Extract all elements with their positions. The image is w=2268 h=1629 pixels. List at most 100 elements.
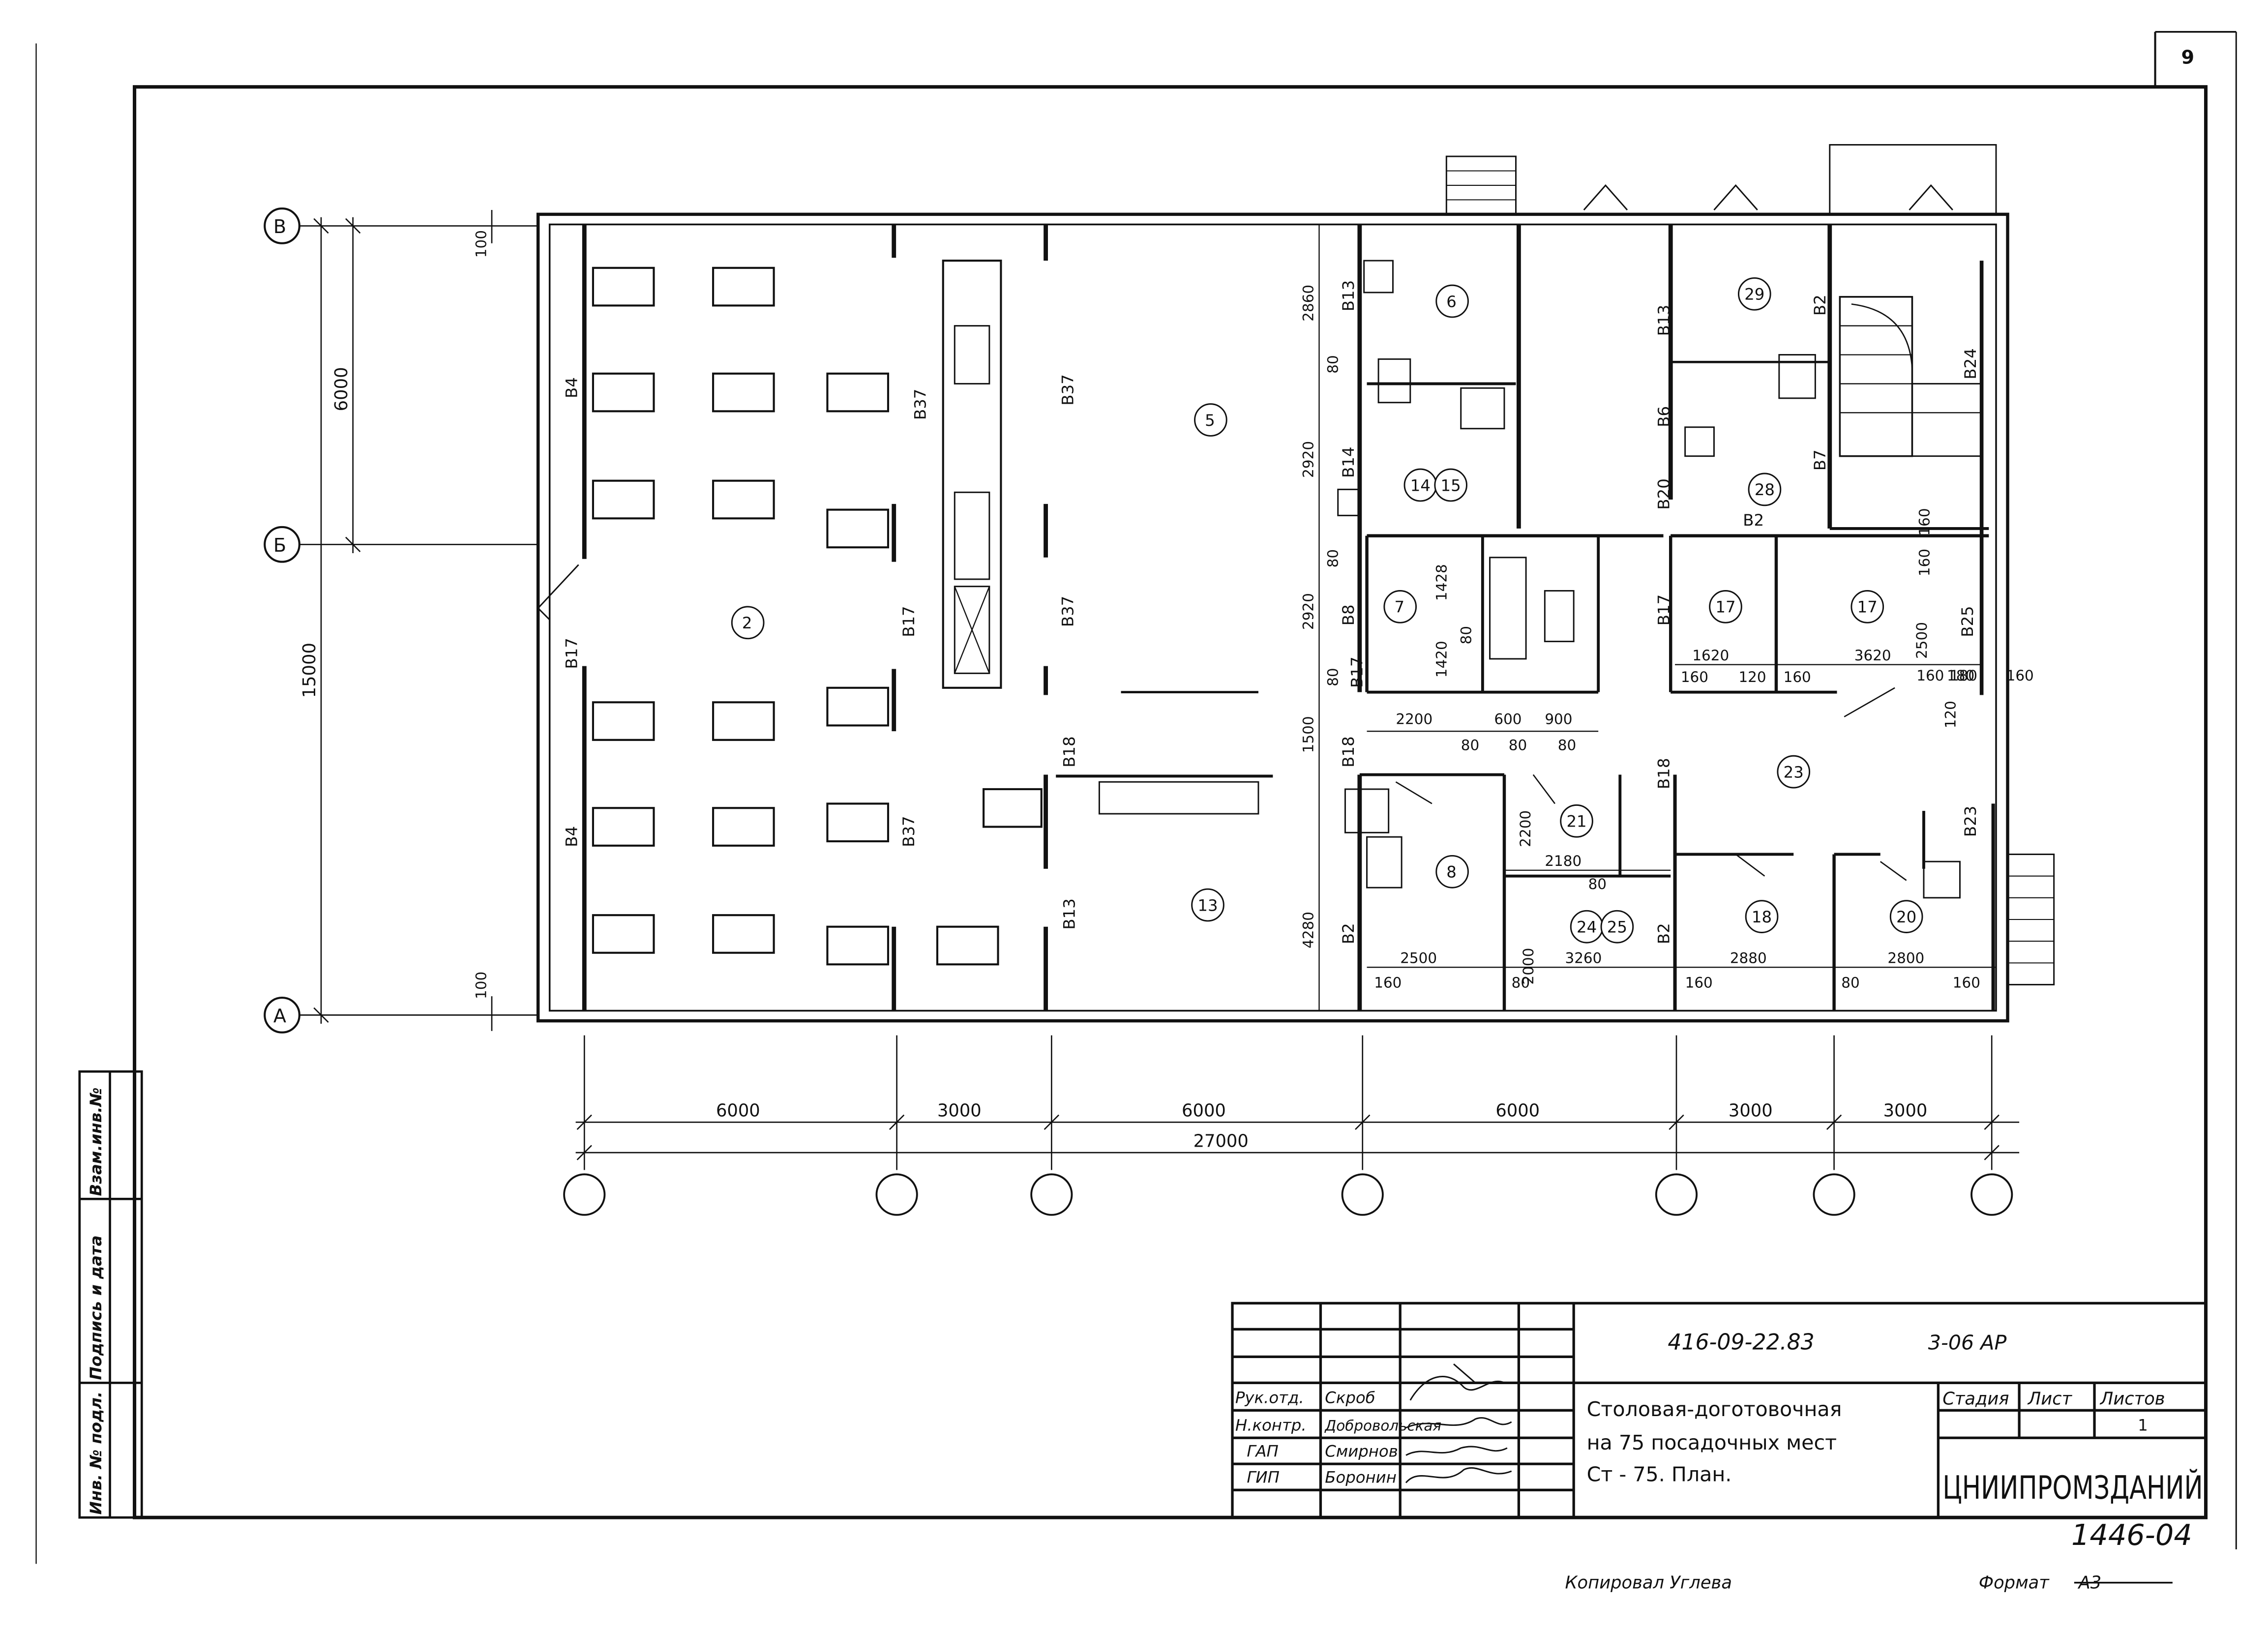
inner-dim: 160 bbox=[1685, 974, 1713, 991]
inner-dim: 2500 bbox=[1913, 622, 1930, 659]
sheets-header: Листов bbox=[2099, 1389, 2165, 1409]
doc-code: 416-09-22.83 bbox=[1668, 1330, 1814, 1355]
inner-dim: 2920 bbox=[1300, 441, 1317, 478]
bottom-axis-markers bbox=[563, 1173, 2013, 1216]
wall-mark: B13 bbox=[1060, 898, 1078, 929]
bottom-dimension-lines bbox=[575, 1035, 2020, 1170]
inner-dim: 2200 bbox=[1517, 810, 1534, 847]
inner-dim: 2500 bbox=[1400, 949, 1437, 966]
axis-label: В bbox=[273, 216, 286, 238]
inner-dim: 80 bbox=[1458, 626, 1474, 644]
wall-mark: B8 bbox=[1339, 604, 1358, 625]
room-number: 6 bbox=[1446, 292, 1457, 311]
role-label: ГИП bbox=[1247, 1468, 1280, 1487]
wall-mark: B18 bbox=[1339, 736, 1358, 767]
dim-label: 6000 bbox=[331, 367, 352, 411]
room-number: 29 bbox=[1744, 285, 1764, 304]
inner-dim: 2860 bbox=[1300, 285, 1317, 322]
wall-mark: B2 bbox=[1743, 511, 1764, 530]
span-dim: 3000 bbox=[1729, 1100, 1773, 1121]
inner-dim: 80 bbox=[1461, 737, 1479, 753]
role-label: ГАП bbox=[1247, 1442, 1278, 1461]
wall-mark: B14 bbox=[1339, 446, 1358, 477]
dim-label: 100 bbox=[473, 972, 489, 999]
inner-dim: 160 bbox=[1953, 974, 1980, 991]
signer-name: Добровольская bbox=[1324, 1418, 1441, 1434]
signature-roles: Рук.отд. Н.контр. ГАП ГИП Скроб Добровол… bbox=[1235, 1389, 1441, 1487]
inner-dim: 80 bbox=[1325, 668, 1342, 686]
organization: ЦНИИПРОМЗДАНИЙ bbox=[1942, 1469, 2203, 1507]
wall-mark: B17 bbox=[563, 638, 581, 669]
axis-label: Б bbox=[273, 534, 286, 557]
room-number: 13 bbox=[1197, 896, 1218, 915]
wall-marks: B4 B4 B17 B37 B37 B37 B37 B17 B17 B18 B1… bbox=[563, 280, 1980, 944]
inner-dim: 4280 bbox=[1300, 912, 1317, 948]
wall-mark: B7 bbox=[1811, 449, 1829, 471]
total-dim: 27000 bbox=[1194, 1131, 1249, 1151]
title-line: Столовая-доготовочная bbox=[1587, 1397, 1842, 1421]
wall-mark: B4 bbox=[563, 826, 581, 847]
room-number: 7 bbox=[1394, 598, 1404, 617]
wall-mark: B18 bbox=[1654, 758, 1673, 789]
wall-mark: B25 bbox=[1958, 606, 1977, 637]
bottom-dim-labels: 6000 3000 6000 6000 3000 3000 27000 bbox=[716, 1100, 1927, 1151]
side-stamp-field: Взам.инв.№ bbox=[87, 1088, 105, 1196]
inner-dim: 1500 bbox=[1300, 716, 1317, 753]
title-block bbox=[1231, 1302, 2208, 1519]
inner-dim: 120 bbox=[1738, 669, 1766, 685]
wall-mark: B18 bbox=[1060, 736, 1078, 767]
room-number: 17 bbox=[1857, 598, 1878, 617]
wall-mark: B37 bbox=[911, 389, 929, 420]
room-number: 25 bbox=[1607, 918, 1627, 936]
wall-mark: B17 bbox=[1348, 656, 1367, 687]
room-number: 28 bbox=[1755, 480, 1775, 499]
span-dim: 6000 bbox=[1182, 1100, 1226, 1121]
inner-dim: 160 bbox=[1681, 669, 1708, 685]
inner-dim: 80 bbox=[1509, 737, 1527, 753]
wall-mark: B17 bbox=[1654, 594, 1673, 625]
wall-mark: B37 bbox=[1058, 596, 1077, 627]
sheet-frame bbox=[35, 31, 2237, 1564]
inner-dim: 80 bbox=[1841, 974, 1859, 991]
copied-by: Копировал Углева bbox=[1565, 1573, 1732, 1593]
room-numbers: 2 5 6 7 8 13 14 15 17 17 18 20 21 23 24 … bbox=[742, 285, 1916, 937]
inner-dim: 80 bbox=[1558, 737, 1576, 753]
sheet-code: 3-06 АР bbox=[1928, 1331, 2007, 1355]
inner-dim: 120 bbox=[1942, 701, 1959, 728]
inner-dim: 2880 bbox=[1730, 949, 1767, 966]
inner-dim: 160 bbox=[2006, 667, 2034, 684]
axis-label: А bbox=[273, 1005, 286, 1027]
inner-dim: 80 bbox=[1325, 549, 1342, 567]
room-number: 14 bbox=[1410, 476, 1431, 495]
sheet-number: 9 bbox=[2181, 47, 2195, 69]
wall-mark: B2 bbox=[1339, 923, 1358, 944]
inner-dim-lines bbox=[1318, 224, 1997, 1011]
room-number: 23 bbox=[1784, 763, 1804, 781]
inner-dim: 2800 bbox=[1887, 949, 1924, 966]
format-label: Формат bbox=[1979, 1573, 2050, 1593]
grid-axis-markers bbox=[264, 207, 300, 1034]
title-line: Ст - 75. План. bbox=[1587, 1463, 1732, 1486]
room-number: 2 bbox=[742, 614, 752, 632]
wall-mark: B2 bbox=[1811, 295, 1829, 316]
inner-dim: 3620 bbox=[1854, 647, 1891, 664]
dim-label: 100 bbox=[473, 230, 489, 258]
inner-dim: 600 bbox=[1494, 711, 1522, 727]
wall-mark: B24 bbox=[1961, 348, 1980, 379]
room-number: 17 bbox=[1715, 598, 1735, 617]
sheet-header: Лист bbox=[2027, 1389, 2073, 1409]
wall-mark: B17 bbox=[899, 606, 918, 637]
signatures bbox=[1405, 1363, 1512, 1483]
span-dim: 6000 bbox=[1495, 1100, 1540, 1121]
inner-dim: 1428 bbox=[1433, 564, 1450, 601]
wall-mark: B13 bbox=[1654, 305, 1673, 336]
inner-dim: 80 bbox=[1588, 876, 1607, 892]
inner-dim: 160 bbox=[1374, 974, 1402, 991]
inner-dim: 2180 bbox=[1545, 853, 1582, 869]
room-number: 5 bbox=[1205, 411, 1215, 430]
wall-mark: B2 bbox=[1654, 923, 1673, 944]
table-group bbox=[592, 267, 1043, 966]
signer-name: Смирнов bbox=[1325, 1442, 1398, 1461]
inner-dim: 3260 bbox=[1565, 949, 1602, 966]
